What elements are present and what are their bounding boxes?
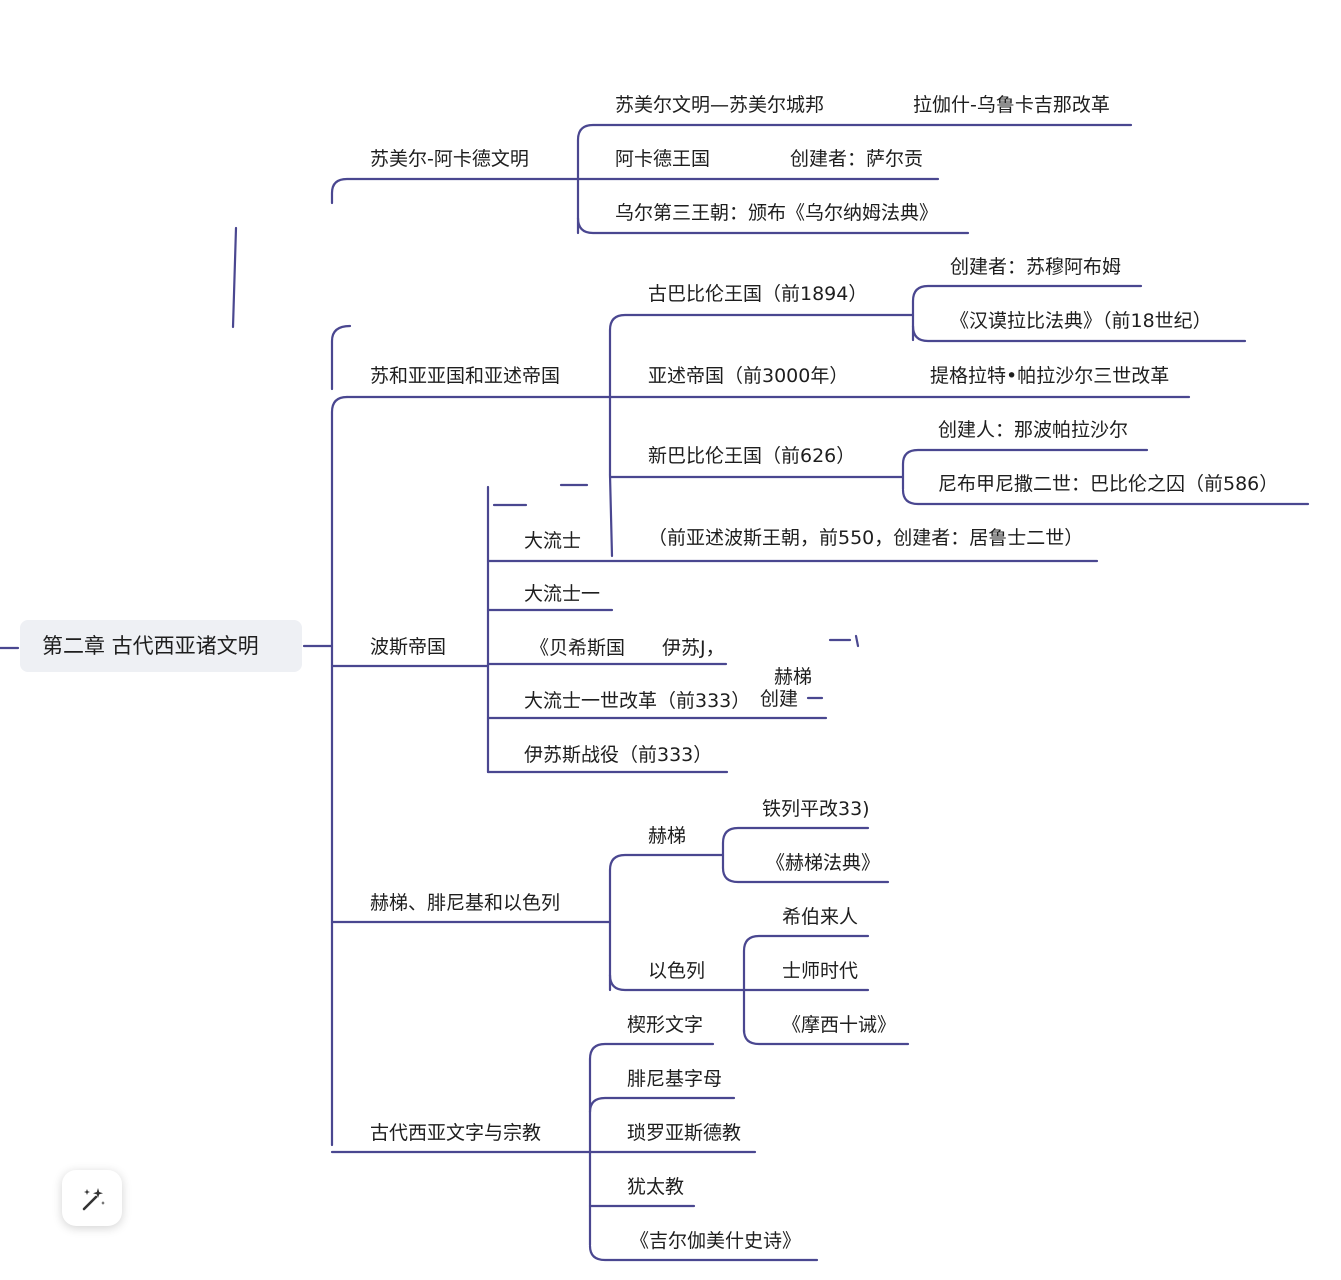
babylon-fork: [911, 284, 1143, 342]
node-achaemenid-note[interactable]: （前亚述波斯王朝，前550，创建者：居鲁士二世）: [648, 527, 1084, 549]
neo-babylon-fork: [901, 448, 1149, 491]
node-assyrian-empire[interactable]: 亚述帝国（前3000年）: [648, 365, 849, 387]
node-behistun[interactable]: 《贝希斯国: [530, 637, 626, 659]
israel-fork: [742, 934, 870, 1034]
hittite-fork: [608, 853, 725, 992]
node-darius[interactable]: 大流士: [524, 530, 582, 552]
magic-wand-button[interactable]: [62, 1170, 122, 1226]
branch-sumer-akkad[interactable]: 苏美尔-阿卡德文明: [370, 148, 529, 170]
node-lagash-reform[interactable]: 拉伽什-乌鲁卡吉那改革: [913, 94, 1110, 116]
neo-babylon-bottom: [901, 488, 1310, 506]
node-issus-fragment[interactable]: 伊苏J，: [662, 637, 725, 659]
node-darius-one[interactable]: 大流士一: [524, 583, 601, 605]
node-hebrews[interactable]: 希伯来人: [782, 906, 859, 928]
node-founder-fragment[interactable]: 创建: [760, 688, 799, 710]
node-hittite[interactable]: 赫梯: [648, 825, 687, 847]
hittite-sub-fork: [721, 826, 870, 870]
israel-line: [608, 973, 746, 992]
node-tiglath-pileser-reform[interactable]: 提格拉特•帕拉沙尔三世改革: [930, 365, 1170, 387]
branch-persian-empire[interactable]: 波斯帝国: [370, 636, 447, 658]
node-nabopolassar[interactable]: 创建人：那波帕拉沙尔: [938, 419, 1129, 441]
node-darius-reform[interactable]: 大流士一世改革（前333）: [524, 690, 751, 712]
node-telepinu-reform[interactable]: 铁列平改33): [762, 798, 870, 820]
node-israel[interactable]: 以色列: [648, 960, 706, 982]
scripts-fork: [588, 1042, 715, 1247]
node-sargon[interactable]: 创建者：萨尔贡: [790, 148, 924, 170]
sumer-fork: [576, 123, 1133, 235]
babylon-code-line: [911, 324, 1247, 343]
israel-moses: [742, 1028, 910, 1046]
main-trunk: [330, 395, 349, 1147]
node-sumu-abum[interactable]: 创建者：苏穆阿布姆: [950, 256, 1122, 278]
node-gilgamesh[interactable]: 《吉尔伽美什史诗》: [630, 1230, 802, 1252]
persia-connector: [608, 473, 614, 558]
root-node-title[interactable]: 第二章 古代西亚诸文明: [20, 620, 302, 672]
node-judges-era[interactable]: 士师时代: [782, 960, 859, 982]
stray-vertical: [231, 226, 238, 329]
branch-scripts-religions[interactable]: 古代西亚文字与宗教: [370, 1122, 542, 1144]
node-zoroastrianism[interactable]: 琐罗亚斯德教: [627, 1122, 742, 1144]
node-phoenician-alphabet[interactable]: 腓尼基字母: [627, 1068, 723, 1090]
node-old-babylon[interactable]: 古巴比伦王国（前1894）: [648, 283, 868, 305]
scripts-phoenician: [588, 1096, 736, 1114]
node-akkad-kingdom[interactable]: 阿卡德王国: [615, 148, 711, 170]
dash-right-tick: [854, 634, 860, 648]
node-cuneiform[interactable]: 楔形文字: [627, 1014, 704, 1036]
magic-wand-icon: [82, 1188, 105, 1211]
scripts-gilgamesh: [588, 1244, 819, 1262]
node-hittite-code[interactable]: 《赫梯法典》: [766, 852, 881, 874]
node-sumer-city-states[interactable]: 苏美尔文明—苏美尔城邦: [615, 94, 825, 116]
node-hammurabi-code[interactable]: 《汉谟拉比法典》（前18世纪）: [950, 310, 1212, 332]
node-ten-commandments[interactable]: 《摩西十诫》: [782, 1014, 897, 1036]
node-ur-third-dynasty[interactable]: 乌尔第三王朝：颁布《乌尔纳姆法典》: [615, 202, 939, 224]
hittite-code-line: [721, 866, 890, 884]
node-hittite-floating[interactable]: 赫梯: [774, 666, 813, 688]
node-nebuchadnezzar[interactable]: 尼布甲尼撒二世：巴比伦之囚（前586）: [938, 473, 1279, 495]
sumer-underline: [330, 177, 940, 205]
branch-assyria[interactable]: 苏和亚亚国和亚述帝国: [370, 365, 561, 387]
node-judaism[interactable]: 犹太教: [627, 1176, 685, 1198]
sumer-ur-line: [576, 216, 970, 235]
node-battle-of-issus[interactable]: 伊苏斯战役（前333）: [524, 744, 713, 766]
node-neo-babylon[interactable]: 新巴比伦王国（前626）: [648, 445, 856, 467]
assyria-bracket: [330, 324, 352, 391]
assyria-fork: [608, 313, 915, 477]
branch-hittite-phoenicia-israel[interactable]: 赫梯、腓尼基和以色列: [370, 892, 561, 914]
